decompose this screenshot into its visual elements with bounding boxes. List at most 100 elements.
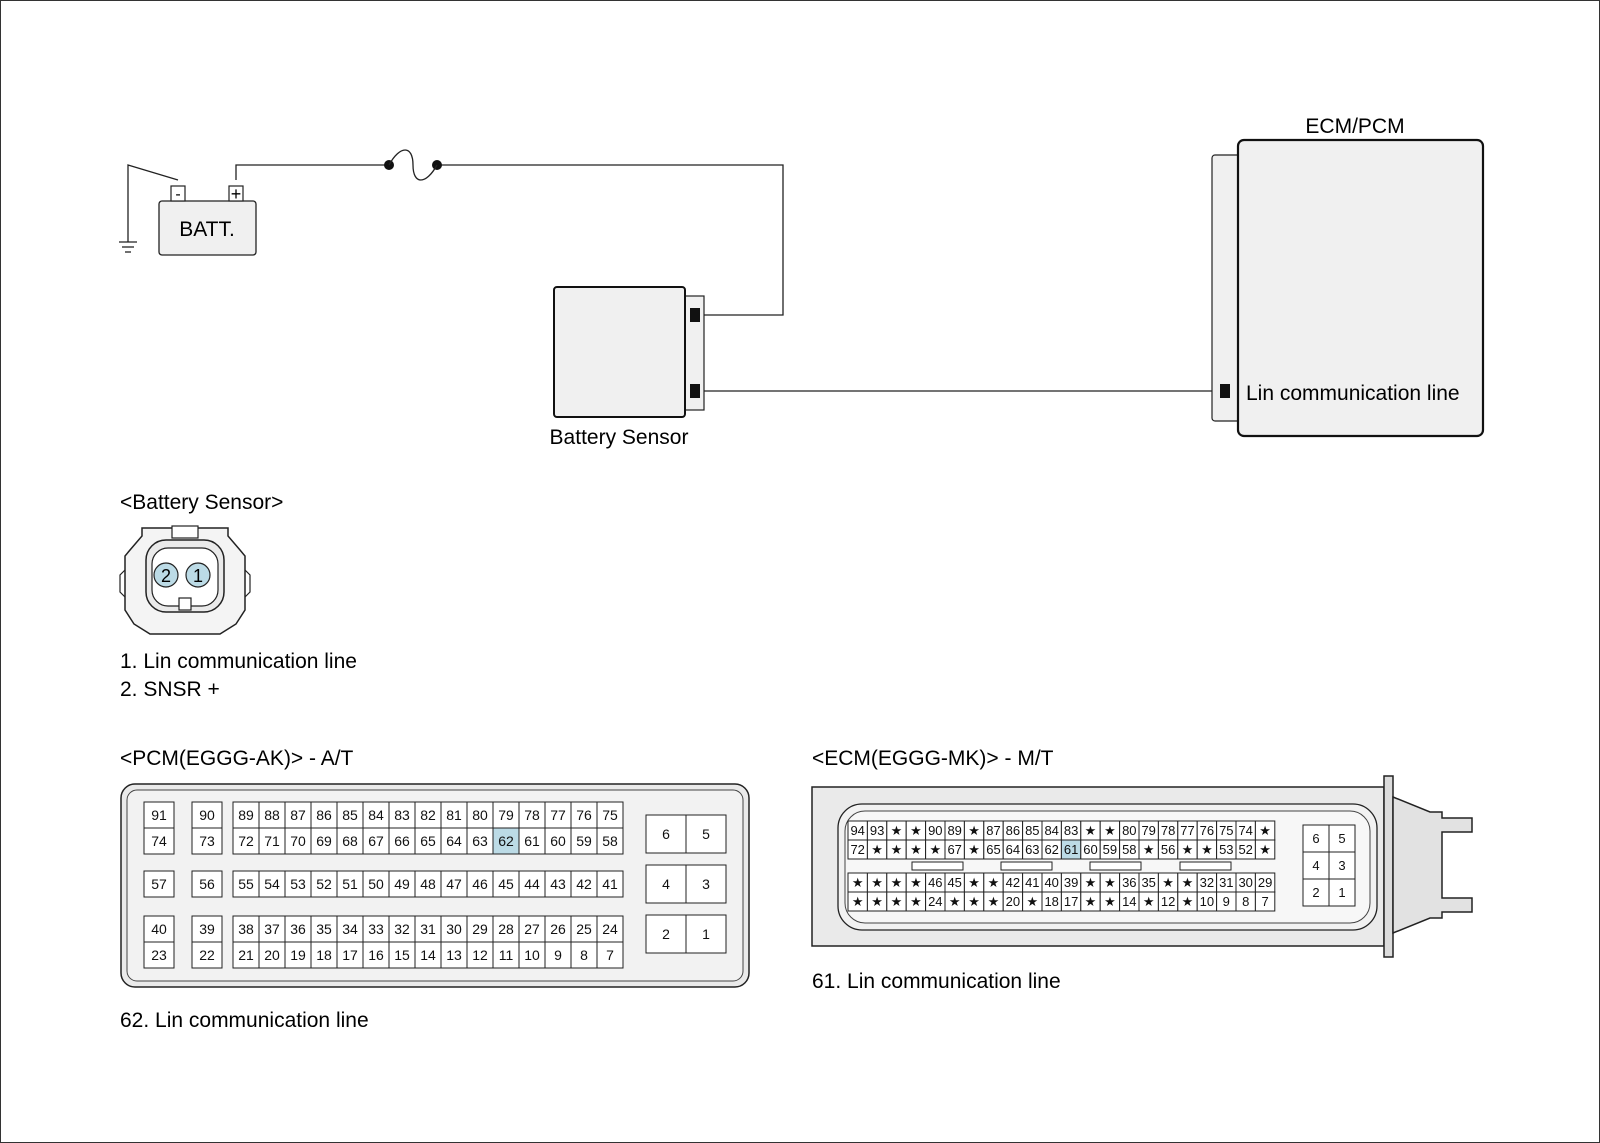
svg-text:74: 74 xyxy=(151,833,167,849)
svg-text:60: 60 xyxy=(1083,842,1097,857)
svg-text:4: 4 xyxy=(662,876,670,892)
svg-text:23: 23 xyxy=(151,947,167,963)
svg-text:78: 78 xyxy=(1161,823,1175,838)
ecm-pin: ★ xyxy=(963,839,985,860)
pcm-pin: 13 xyxy=(440,941,468,969)
ecm-pin: ★ xyxy=(1254,820,1276,841)
svg-text:69: 69 xyxy=(316,833,332,849)
svg-text:3: 3 xyxy=(1338,858,1345,873)
svg-text:60: 60 xyxy=(550,833,566,849)
svg-text:34: 34 xyxy=(342,921,358,937)
pcm-pin: 8 xyxy=(570,941,598,969)
pcm-pin: 71 xyxy=(258,827,286,855)
ecm-pin: 9 xyxy=(1216,891,1237,912)
ecm-pin: ★ xyxy=(963,891,985,912)
sensor-pin-1: 1 xyxy=(193,566,203,586)
svg-text:35: 35 xyxy=(316,921,332,937)
svg-text:★: ★ xyxy=(1143,842,1155,857)
svg-text:5: 5 xyxy=(702,826,710,842)
svg-text:43: 43 xyxy=(550,876,566,892)
ecm-pin: 40 xyxy=(1041,872,1062,893)
pcm-pin: 72 xyxy=(232,827,260,855)
ecm-pin: ★ xyxy=(963,872,985,893)
svg-text:41: 41 xyxy=(602,876,618,892)
ecm-power-pin: 5 xyxy=(1328,824,1356,853)
pcm-pin: 67 xyxy=(362,827,390,855)
svg-text:83: 83 xyxy=(394,807,410,823)
pcm-pin: 11 xyxy=(492,941,520,969)
svg-text:93: 93 xyxy=(870,823,884,838)
svg-text:★: ★ xyxy=(1085,875,1097,890)
battery-sensor-connector-title: <Battery Sensor> xyxy=(120,491,283,514)
pcm-pin: 33 xyxy=(362,915,390,943)
svg-text:81: 81 xyxy=(446,807,462,823)
ecm-connector-housing xyxy=(811,775,1473,958)
ecm-pin: 18 xyxy=(1041,891,1062,912)
pcm-pin: 54 xyxy=(258,870,286,898)
svg-text:13: 13 xyxy=(446,947,462,963)
svg-text:★: ★ xyxy=(1143,894,1155,909)
battery-label: BATT. xyxy=(179,218,235,241)
svg-text:27: 27 xyxy=(524,921,540,937)
pcm-pin: 78 xyxy=(518,801,546,829)
pcm-pin: 17 xyxy=(336,941,364,969)
pcm-power-pin: 4 xyxy=(645,864,687,904)
pcm-pin: 42 xyxy=(570,870,598,898)
svg-text:★: ★ xyxy=(968,894,980,909)
svg-text:★: ★ xyxy=(910,894,922,909)
svg-text:52: 52 xyxy=(1238,842,1252,857)
pcm-pin: 46 xyxy=(466,870,494,898)
ecm-pin: ★ xyxy=(1099,820,1121,841)
ecm-pin: ★ xyxy=(1138,891,1159,912)
battery-positive-wire xyxy=(235,164,388,180)
svg-text:10: 10 xyxy=(1200,894,1214,909)
svg-text:★: ★ xyxy=(968,875,980,890)
svg-text:44: 44 xyxy=(524,876,540,892)
svg-text:★: ★ xyxy=(988,894,1000,909)
ecm-pin: 35 xyxy=(1138,872,1159,893)
svg-text:51: 51 xyxy=(342,876,358,892)
svg-text:78: 78 xyxy=(524,807,540,823)
svg-text:8: 8 xyxy=(580,947,588,963)
pcm-pin: 74 xyxy=(143,827,175,855)
wiring-lines xyxy=(127,164,1222,392)
svg-text:17: 17 xyxy=(1064,894,1078,909)
svg-text:80: 80 xyxy=(1122,823,1136,838)
ecm-pin: ★ xyxy=(1099,872,1121,893)
ecm-pin: 61 xyxy=(1060,839,1082,860)
svg-text:★: ★ xyxy=(891,823,903,838)
svg-text:57: 57 xyxy=(151,876,167,892)
ecm-pin: 85 xyxy=(1022,820,1043,841)
svg-text:88: 88 xyxy=(264,807,280,823)
svg-text:★: ★ xyxy=(891,842,903,857)
battery-symbol xyxy=(158,185,257,256)
pcm-pin: 16 xyxy=(362,941,390,969)
svg-text:9: 9 xyxy=(1223,894,1230,909)
ecm-pin: ★ xyxy=(1177,872,1198,893)
svg-text:40: 40 xyxy=(1044,875,1058,890)
svg-text:15: 15 xyxy=(394,947,410,963)
ecm-pin: 74 xyxy=(1235,820,1256,841)
svg-text:62: 62 xyxy=(1044,842,1058,857)
svg-text:84: 84 xyxy=(368,807,384,823)
ecm-pin: ★ xyxy=(1080,872,1101,893)
ecm-pin: ★ xyxy=(1254,839,1276,860)
pcm-pin: 81 xyxy=(440,801,468,829)
svg-text:71: 71 xyxy=(264,833,280,849)
pcm-pin: 14 xyxy=(414,941,442,969)
svg-text:36: 36 xyxy=(290,921,306,937)
ecm-pin: ★ xyxy=(1080,891,1101,912)
pcm-pin: 66 xyxy=(388,827,416,855)
sensor-legend-2: 2. SNSR + xyxy=(120,678,220,701)
svg-text:87: 87 xyxy=(986,823,1000,838)
svg-text:62: 62 xyxy=(498,833,514,849)
svg-text:18: 18 xyxy=(1044,894,1058,909)
ecm-pin: 63 xyxy=(1022,839,1043,860)
svg-text:16: 16 xyxy=(368,947,384,963)
svg-text:80: 80 xyxy=(472,807,488,823)
svg-text:★: ★ xyxy=(929,842,941,857)
pcm-pin: 85 xyxy=(336,801,364,829)
svg-text:17: 17 xyxy=(342,947,358,963)
svg-text:20: 20 xyxy=(1006,894,1020,909)
